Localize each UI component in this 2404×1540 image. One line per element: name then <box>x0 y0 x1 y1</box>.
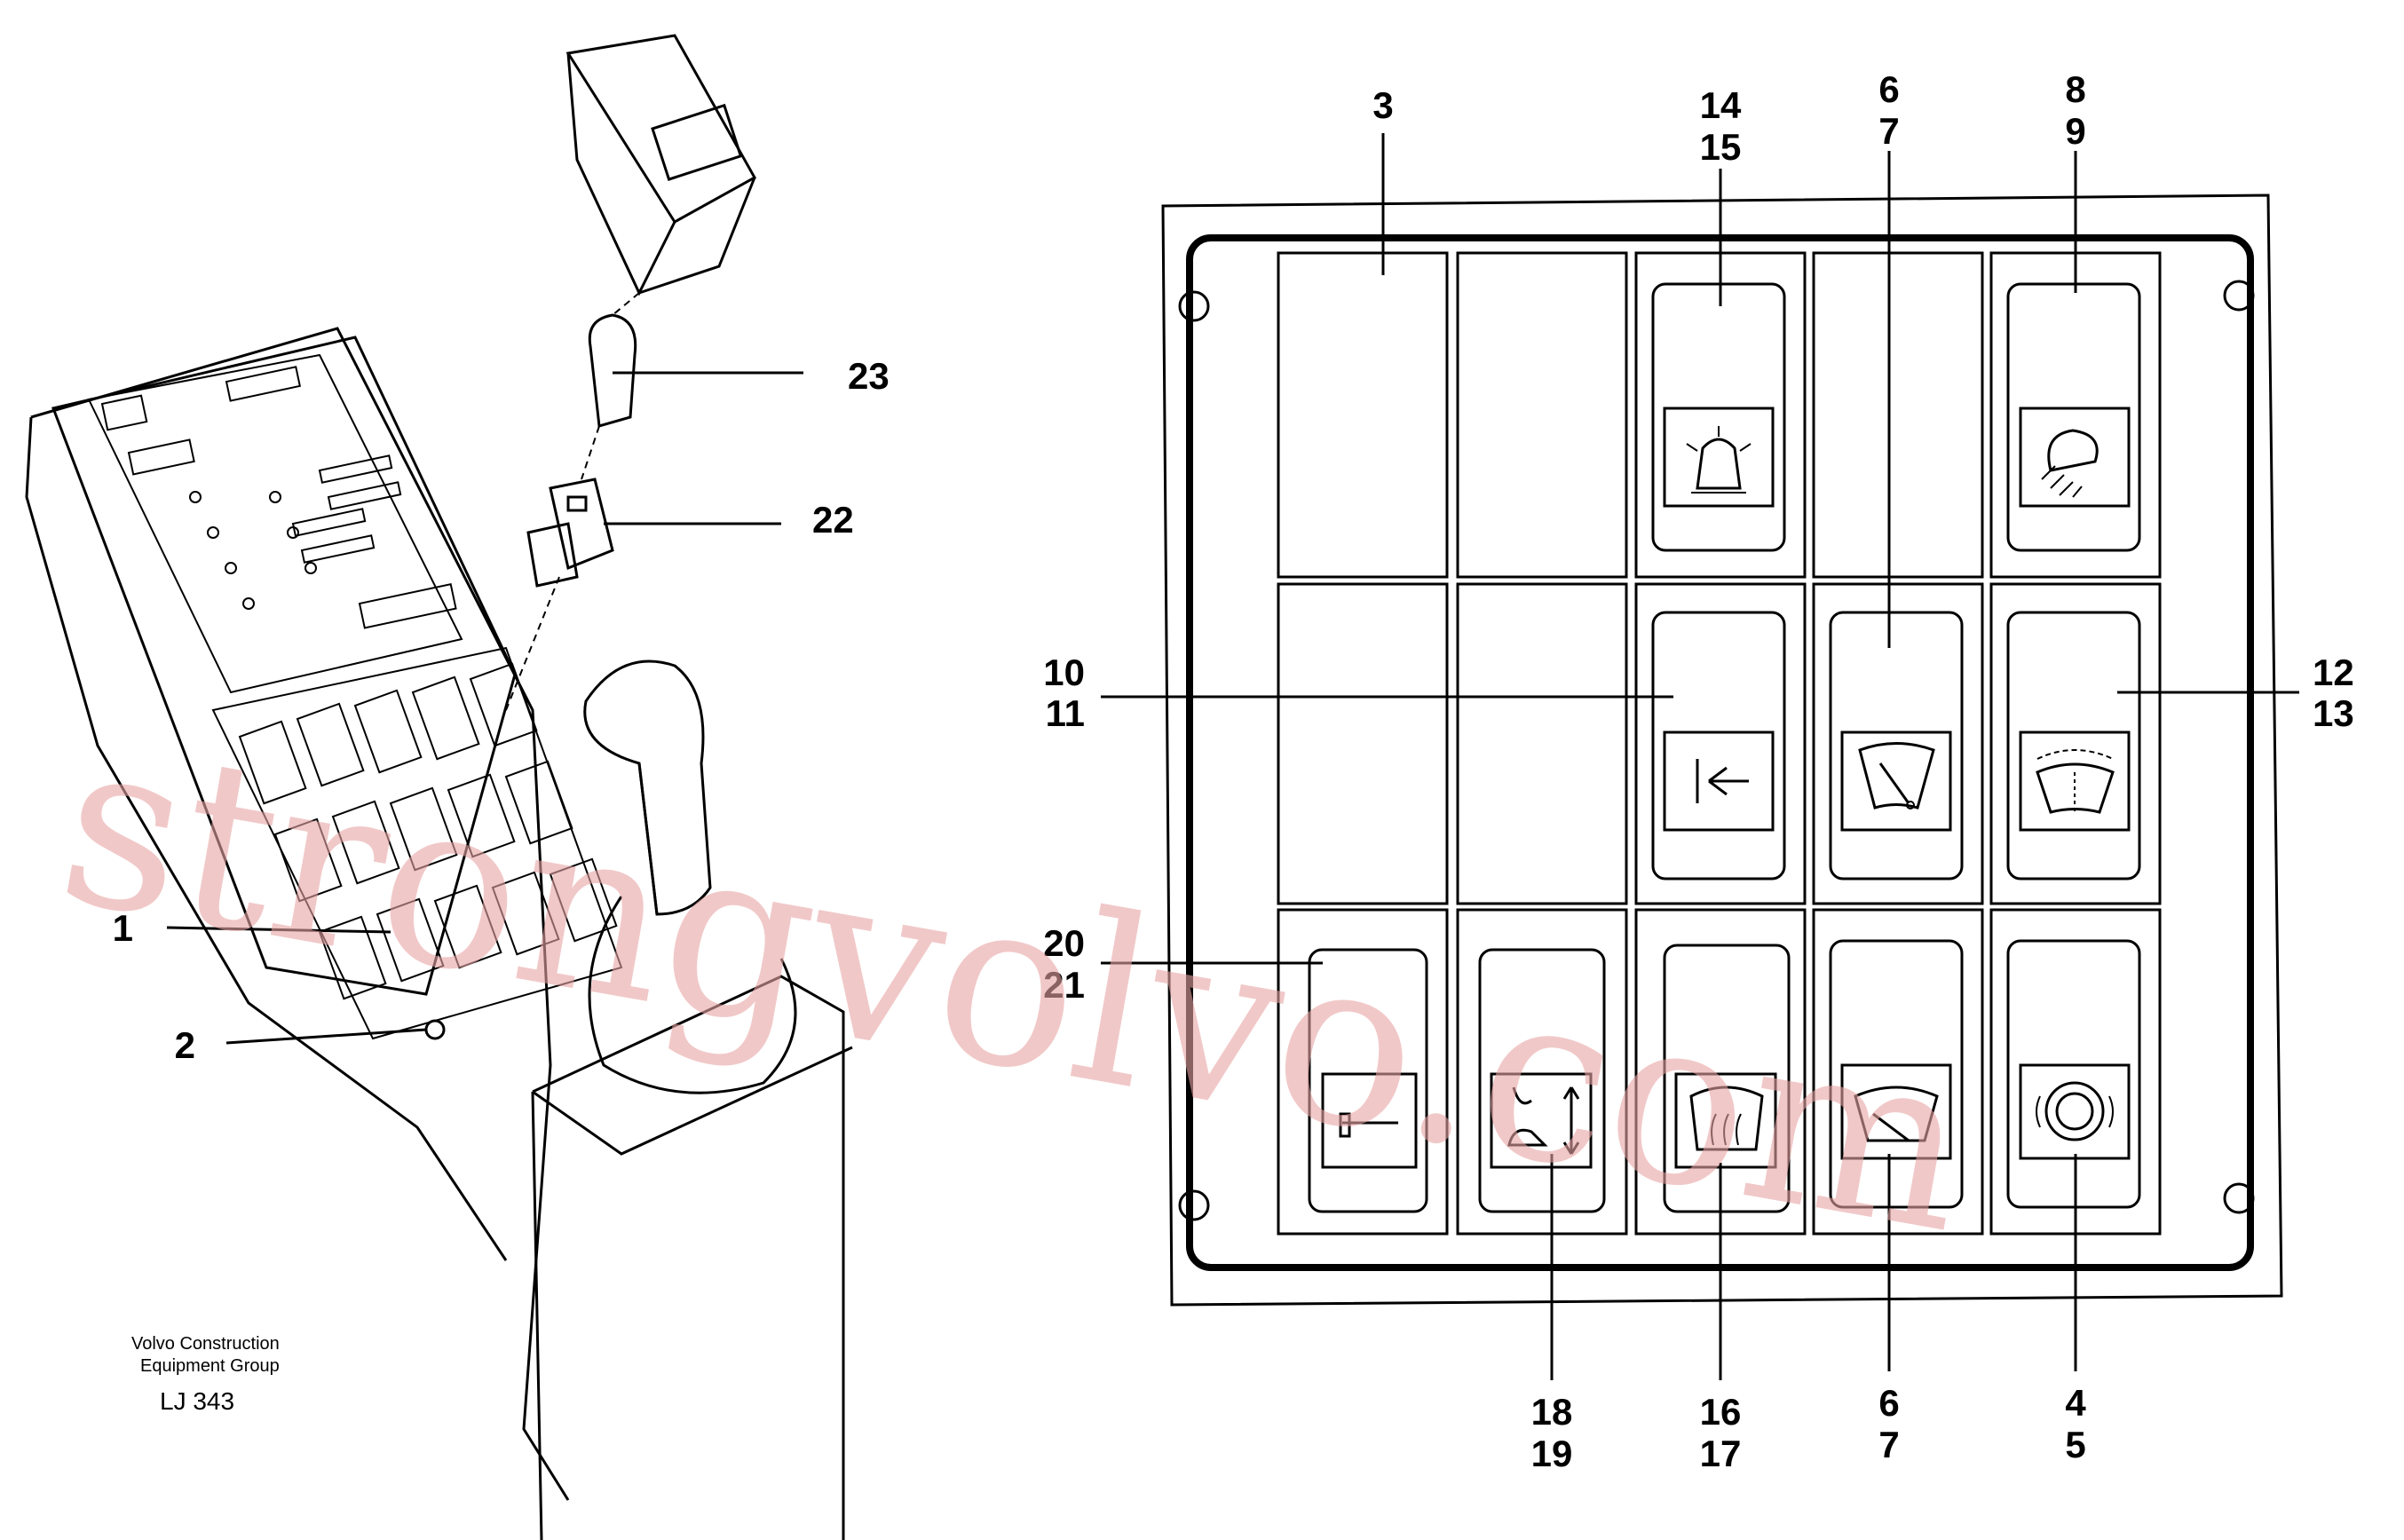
callout-11: 11 <box>1046 692 1085 734</box>
callout-4: 4 <box>2065 1382 2086 1424</box>
blank-slot <box>1456 582 1628 905</box>
exploded-bulb-holder <box>526 478 614 588</box>
front-wiper-icon <box>1858 742 1935 809</box>
callout-22: 22 <box>812 499 854 541</box>
switch-panel <box>1101 133 2299 1380</box>
rear-wiper-icon <box>2036 749 2115 814</box>
callout-7-bottom: 7 <box>1878 1424 1899 1465</box>
joystick <box>531 659 853 1540</box>
rear-defroster-icon <box>1689 1086 1764 1151</box>
switch-slot-20-21 <box>1277 908 1449 1236</box>
rocker-switch-8-9 <box>2006 282 2141 552</box>
exploded-rocker-switch <box>565 34 757 296</box>
drawing-caption: Volvo Construction Equipment Group LJ 34… <box>131 1334 280 1415</box>
callout-19: 19 <box>1531 1433 1573 1474</box>
switch-slot-10-11 <box>1634 582 1807 905</box>
callout-23: 23 <box>848 355 890 397</box>
callout-8: 8 <box>2065 68 2085 110</box>
panel-screw-br <box>2223 1182 2255 1214</box>
callout-7-top: 7 <box>1878 110 1899 152</box>
panel-screw-bl <box>1178 1189 1210 1221</box>
parking-brake-icon <box>2036 1081 2114 1141</box>
callout-18: 18 <box>1531 1391 1573 1433</box>
rocker-switch-6-7-top <box>1829 611 1964 881</box>
rocker-switch-10-11 <box>1651 611 1786 881</box>
blank-slot-3 <box>1277 251 1449 579</box>
callout-6-bottom: 6 <box>1878 1382 1899 1424</box>
callout-17: 17 <box>1700 1433 1742 1474</box>
callout-6-top: 6 <box>1878 68 1899 110</box>
caption-line-1: Volvo Construction <box>131 1334 280 1354</box>
callout-10: 10 <box>1043 652 1085 693</box>
exploded-bulb <box>588 313 637 428</box>
beacon-light-icon <box>1686 426 1752 494</box>
mounting-screw <box>424 1019 446 1040</box>
switch-slot-18-19 <box>1456 908 1628 1236</box>
callout-20: 20 <box>1043 922 1085 964</box>
callout-3: 3 <box>1372 84 1393 126</box>
rocker-switch-14-15 <box>1651 282 1786 552</box>
caption-line-2: Equipment Group <box>140 1356 280 1376</box>
bucket-updown-icon <box>1507 1086 1580 1155</box>
rocker-switch-16-17 <box>1663 944 1791 1213</box>
panel-screw-tr <box>2223 280 2255 312</box>
callout-5: 5 <box>2065 1424 2085 1465</box>
callout-16: 16 <box>1700 1391 1742 1433</box>
rocker-switch-12-13 <box>2006 611 2141 881</box>
callout-14: 14 <box>1700 84 1742 126</box>
rocker-switch-6-7-bottom <box>1829 939 1964 1209</box>
callout-9: 9 <box>2065 110 2085 152</box>
arrow-left-icon <box>1696 759 1749 803</box>
switch-slot-6-7-bottom <box>1812 908 1984 1236</box>
callout-12: 12 <box>2313 652 2354 693</box>
callout-1: 1 <box>113 907 133 949</box>
blank-slot <box>1812 251 1984 579</box>
cab-console-illustration <box>25 34 853 1540</box>
rocker-switch-4-5 <box>2006 939 2141 1209</box>
indicator-lamps <box>189 454 402 610</box>
work-light-icon <box>2041 429 2099 498</box>
hammer-icon <box>1339 1112 1398 1138</box>
switch-slot-8-9 <box>1989 251 2162 579</box>
switch-slot-12-13 <box>1989 582 2162 905</box>
callout-13: 13 <box>2313 692 2354 734</box>
callout-15: 15 <box>1700 126 1742 168</box>
leader-2 <box>225 1028 427 1045</box>
blank-slot <box>1277 582 1449 905</box>
callout-2: 2 <box>175 1024 195 1066</box>
switch-slot-6-7-top <box>1812 582 1984 905</box>
rocker-switch-18-19 <box>1478 948 1606 1213</box>
drawing-id: LJ 343 <box>160 1387 234 1415</box>
console-switch-grid <box>238 662 618 1000</box>
callout-21: 21 <box>1043 964 1085 1006</box>
blank-slot <box>1456 251 1628 579</box>
wiper-icon <box>1854 1086 1939 1142</box>
rocker-switch-20-21 <box>1308 948 1428 1213</box>
leader-1 <box>166 926 391 934</box>
panel-screw-tl <box>1178 290 1210 322</box>
watermark: strongvolvo.com <box>43 687 1987 1285</box>
